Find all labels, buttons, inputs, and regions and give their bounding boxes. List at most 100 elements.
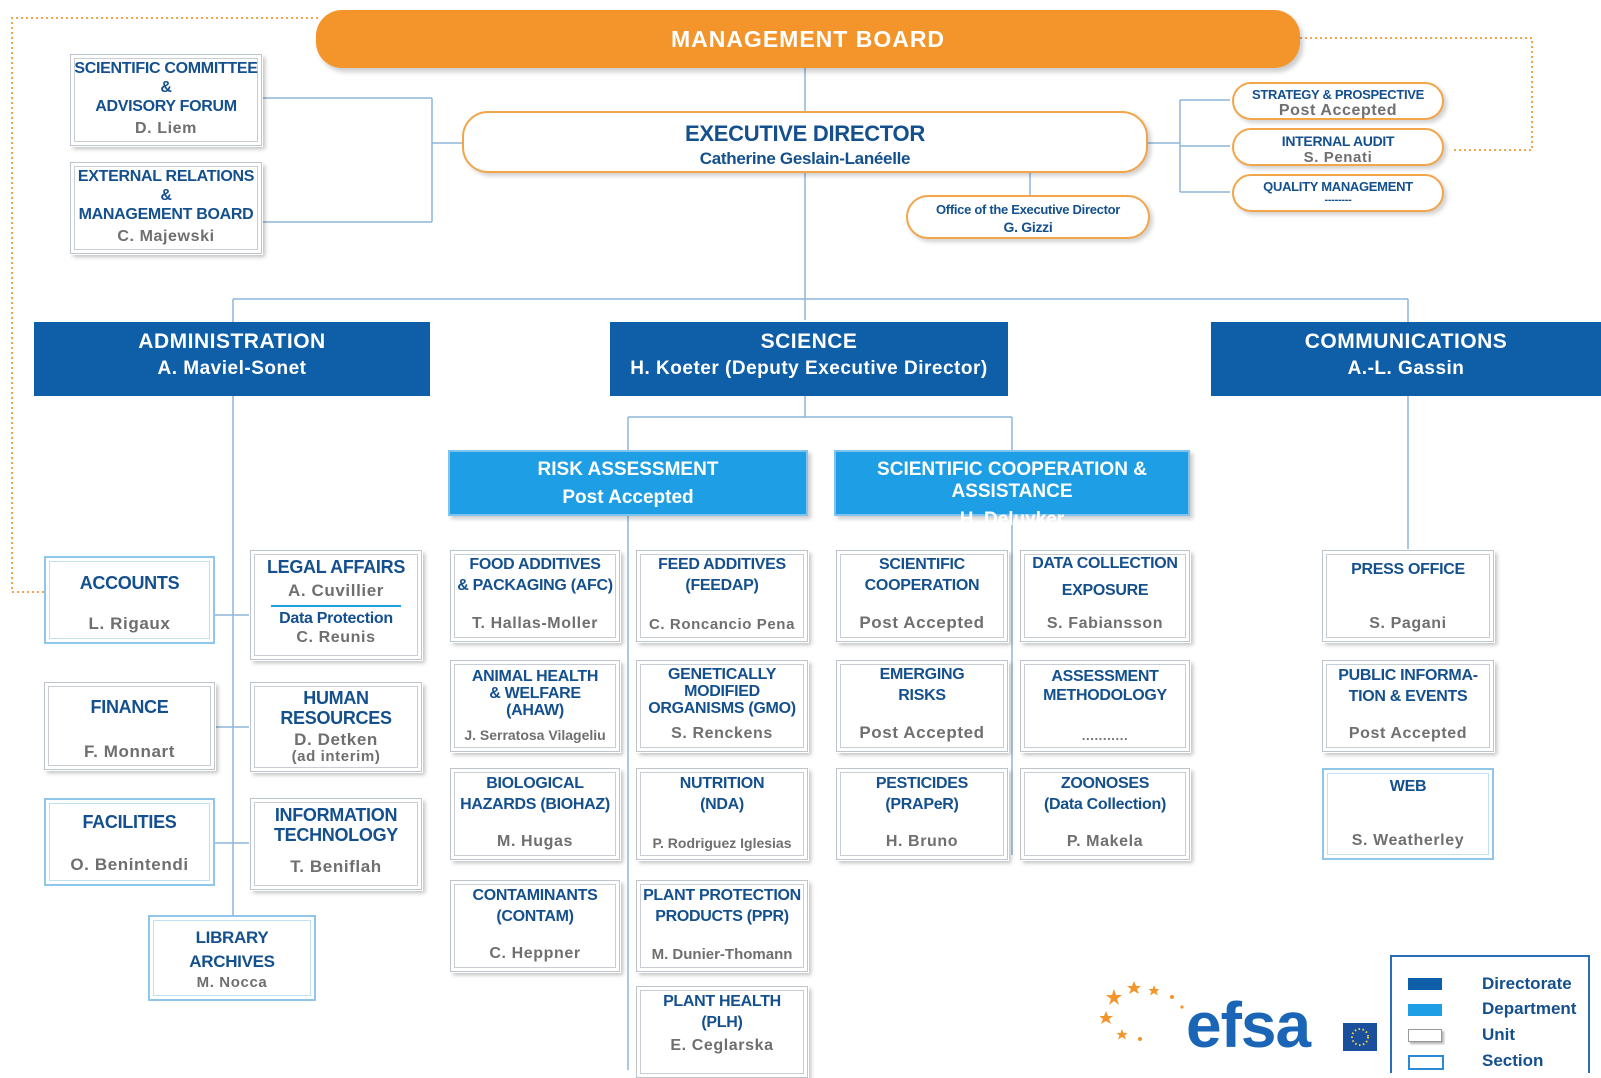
nda-title-2: (NDA): [700, 796, 744, 813]
executive-director-title: EXECUTIVE DIRECTOR: [685, 121, 925, 146]
ahaw-person: J. Serratosa Vilageliu: [464, 727, 606, 743]
ppr-title: PLANT PROTECTION: [643, 887, 801, 904]
ahaw-title-2: & WELFARE: [489, 685, 581, 702]
zoonoses-person: P. Makela: [1066, 833, 1144, 850]
scientific-committee-amp: &: [160, 79, 172, 96]
public-information-unit: PUBLIC INFORMA- TION & EVENTS Post Accep…: [1321, 659, 1495, 753]
accounts-title: ACCOUNTS: [79, 573, 180, 593]
pesticides-title-2: (PRAPeR): [885, 796, 959, 813]
sc-unit-scientific-cooperation: SCIENTIFIC COOPERATION Post Accepted: [835, 549, 1009, 643]
ppr-person: M. Dunier-Thomann: [651, 946, 793, 963]
management-board-unit-title: MANAGEMENT BOARD: [78, 206, 254, 223]
scientific-committee-title: SCIENTIFIC COMMITTEE: [74, 60, 258, 77]
ahaw-title-3: (AHAW): [506, 702, 564, 719]
ra-unit-feedap: FEED ADDITIVES (FEEDAP) C. Roncancio Pen…: [635, 549, 809, 643]
legend-label-directorate: Directorate: [1482, 974, 1572, 993]
ra-unit-nda: NUTRITION (NDA) P. Rodriguez Iglesias: [635, 767, 809, 861]
information-technology-title-2: TECHNOLOGY: [273, 825, 398, 845]
legal-affairs-divider: [271, 605, 401, 607]
star-arc-icon: [1100, 981, 1184, 1041]
assessment-methodology-title-2: METHODOLOGY: [1043, 687, 1167, 704]
web-section: WEB S. Weatherley: [1322, 768, 1494, 860]
information-technology-title: INFORMATION: [274, 805, 398, 825]
efsa-logo: efsa: [1100, 975, 1380, 1070]
gmo-person: S. Renckens: [671, 725, 773, 742]
department-scientific-cooperation: SCIENTIFIC COOPERATION & ASSISTANCE H. D…: [834, 450, 1190, 530]
department-risk-assessment: RISK ASSESSMENT Post Accepted: [448, 450, 808, 516]
legend-label-unit: Unit: [1482, 1025, 1516, 1044]
scientific-committee-box: SCIENTIFIC COMMITTEE & ADVISORY FORUM D.…: [69, 53, 263, 147]
administration-person: A. Maviel-Sonet: [157, 358, 307, 379]
nda-person: P. Rodriguez Iglesias: [652, 835, 792, 851]
gmo-title-2: MODIFIED: [684, 683, 760, 700]
afc-person: T. Hallas-Moller: [471, 615, 599, 632]
legend-box: [1390, 955, 1590, 1073]
plh-title: PLANT HEALTH: [663, 993, 781, 1010]
web-title: WEB: [1389, 778, 1427, 795]
legend-swatch-directorate: [1408, 978, 1442, 990]
gmo-title-3: ORGANISMS (GMO): [648, 700, 796, 717]
contam-title: CONTAMINANTS: [472, 887, 598, 904]
assessment-methodology-title: ASSESSMENT: [1051, 668, 1159, 685]
human-resources-interim: (ad interim): [291, 748, 381, 765]
contam-title-2: (CONTAM): [496, 908, 574, 925]
library-title: LIBRARY: [195, 928, 269, 947]
internal-audit-person: S. Penati: [1303, 149, 1373, 166]
afc-title-2: & PACKAGING (AFC): [457, 577, 613, 594]
biohaz-title: BIOLOGICAL: [486, 775, 584, 792]
directorate-communications: COMMUNICATIONS A.-L. Gassin: [1211, 322, 1601, 396]
ra-unit-ahaw: ANIMAL HEALTH & WELFARE (AHAW) J. Serrat…: [449, 659, 621, 753]
management-board-title: MANAGEMENT BOARD: [670, 25, 946, 52]
finance-title: FINANCE: [90, 697, 169, 717]
efsa-logo-text: efsa: [1186, 989, 1311, 1061]
strategy-prospective-person: Post Accepted: [1278, 102, 1398, 119]
emerging-risks-title: EMERGING: [879, 666, 965, 683]
feedap-title: FEED ADDITIVES: [658, 556, 786, 573]
press-office-unit: PRESS OFFICE S. Pagani: [1321, 549, 1495, 643]
biohaz-title-2: HAZARDS (BIOHAZ): [460, 796, 610, 813]
legend-swatch-section: [1408, 1055, 1444, 1070]
assessment-methodology-person: ...........: [1081, 728, 1129, 743]
ra-unit-afc: FOOD ADDITIVES & PACKAGING (AFC) T. Hall…: [449, 549, 621, 643]
data-protection-person: C. Reunis: [296, 629, 376, 646]
legend-swatch-department: [1408, 1004, 1442, 1016]
legal-affairs-person: A. Cuvillier: [287, 581, 384, 600]
advisory-forum-title: ADVISORY FORUM: [95, 98, 237, 115]
communications-person: A.-L. Gassin: [1347, 358, 1465, 379]
feedap-title-2: (FEEDAP): [685, 577, 759, 594]
sc-unit-zoonoses: ZOONOSES (Data Collection) P. Makela: [1019, 767, 1191, 861]
legal-affairs-unit: LEGAL AFFAIRS A. Cuvillier Data Protecti…: [249, 549, 423, 661]
executive-director-box: EXECUTIVE DIRECTOR Catherine Geslain-Lan…: [462, 111, 1148, 173]
pesticides-person: H. Bruno: [885, 833, 959, 850]
biohaz-person: M. Hugas: [497, 833, 573, 850]
scientific-cooperation-person: Post Accepted: [859, 613, 985, 632]
eu-stars-icon: [1351, 1028, 1369, 1046]
nda-title: NUTRITION: [679, 775, 765, 792]
internal-audit-box: INTERNAL AUDIT S. Penati: [1232, 128, 1444, 166]
executive-director-name: Catherine Geslain-Lanéelle: [699, 149, 911, 168]
facilities-person: O. Benintendi: [70, 855, 189, 874]
risk-assessment-title: RISK ASSESSMENT: [537, 459, 719, 480]
office-executive-director-title: Office of the Executive Director: [935, 202, 1120, 217]
external-relations-title: EXTERNAL RELATIONS: [77, 168, 255, 185]
afc-title: FOOD ADDITIVES: [469, 556, 601, 573]
zoonoses-title-2: (Data Collection): [1043, 796, 1167, 813]
facilities-title: FACILITIES: [82, 812, 177, 832]
data-protection-title: Data Protection: [279, 610, 393, 627]
eu-flag-icon: [1343, 1023, 1377, 1051]
plh-title-2: (PLH): [701, 1014, 743, 1031]
archives-title: ARCHIVES: [189, 952, 275, 971]
exposure-title: EXPOSURE: [1061, 582, 1149, 599]
zoonoses-title: ZOONOSES: [1060, 775, 1150, 792]
emerging-risks-title-2: RISKS: [898, 687, 946, 704]
gmo-title: GENETICALLY: [667, 666, 777, 683]
ra-unit-ppr: PLANT PROTECTION PRODUCTS (PPR) M. Dunie…: [635, 879, 809, 973]
ra-unit-plh: PLANT HEALTH (PLH) E. Ceglarska: [635, 985, 809, 1078]
internal-audit-title: INTERNAL AUDIT: [1281, 133, 1395, 149]
office-executive-director-box: Office of the Executive Director G. Gizz…: [906, 195, 1150, 239]
management-board-box: MANAGEMENT BOARD: [316, 10, 1300, 68]
human-resources-person: D. Detken: [294, 730, 378, 749]
press-office-title: PRESS OFFICE: [1351, 561, 1465, 578]
public-information-person: Post Accepted: [1348, 725, 1468, 742]
